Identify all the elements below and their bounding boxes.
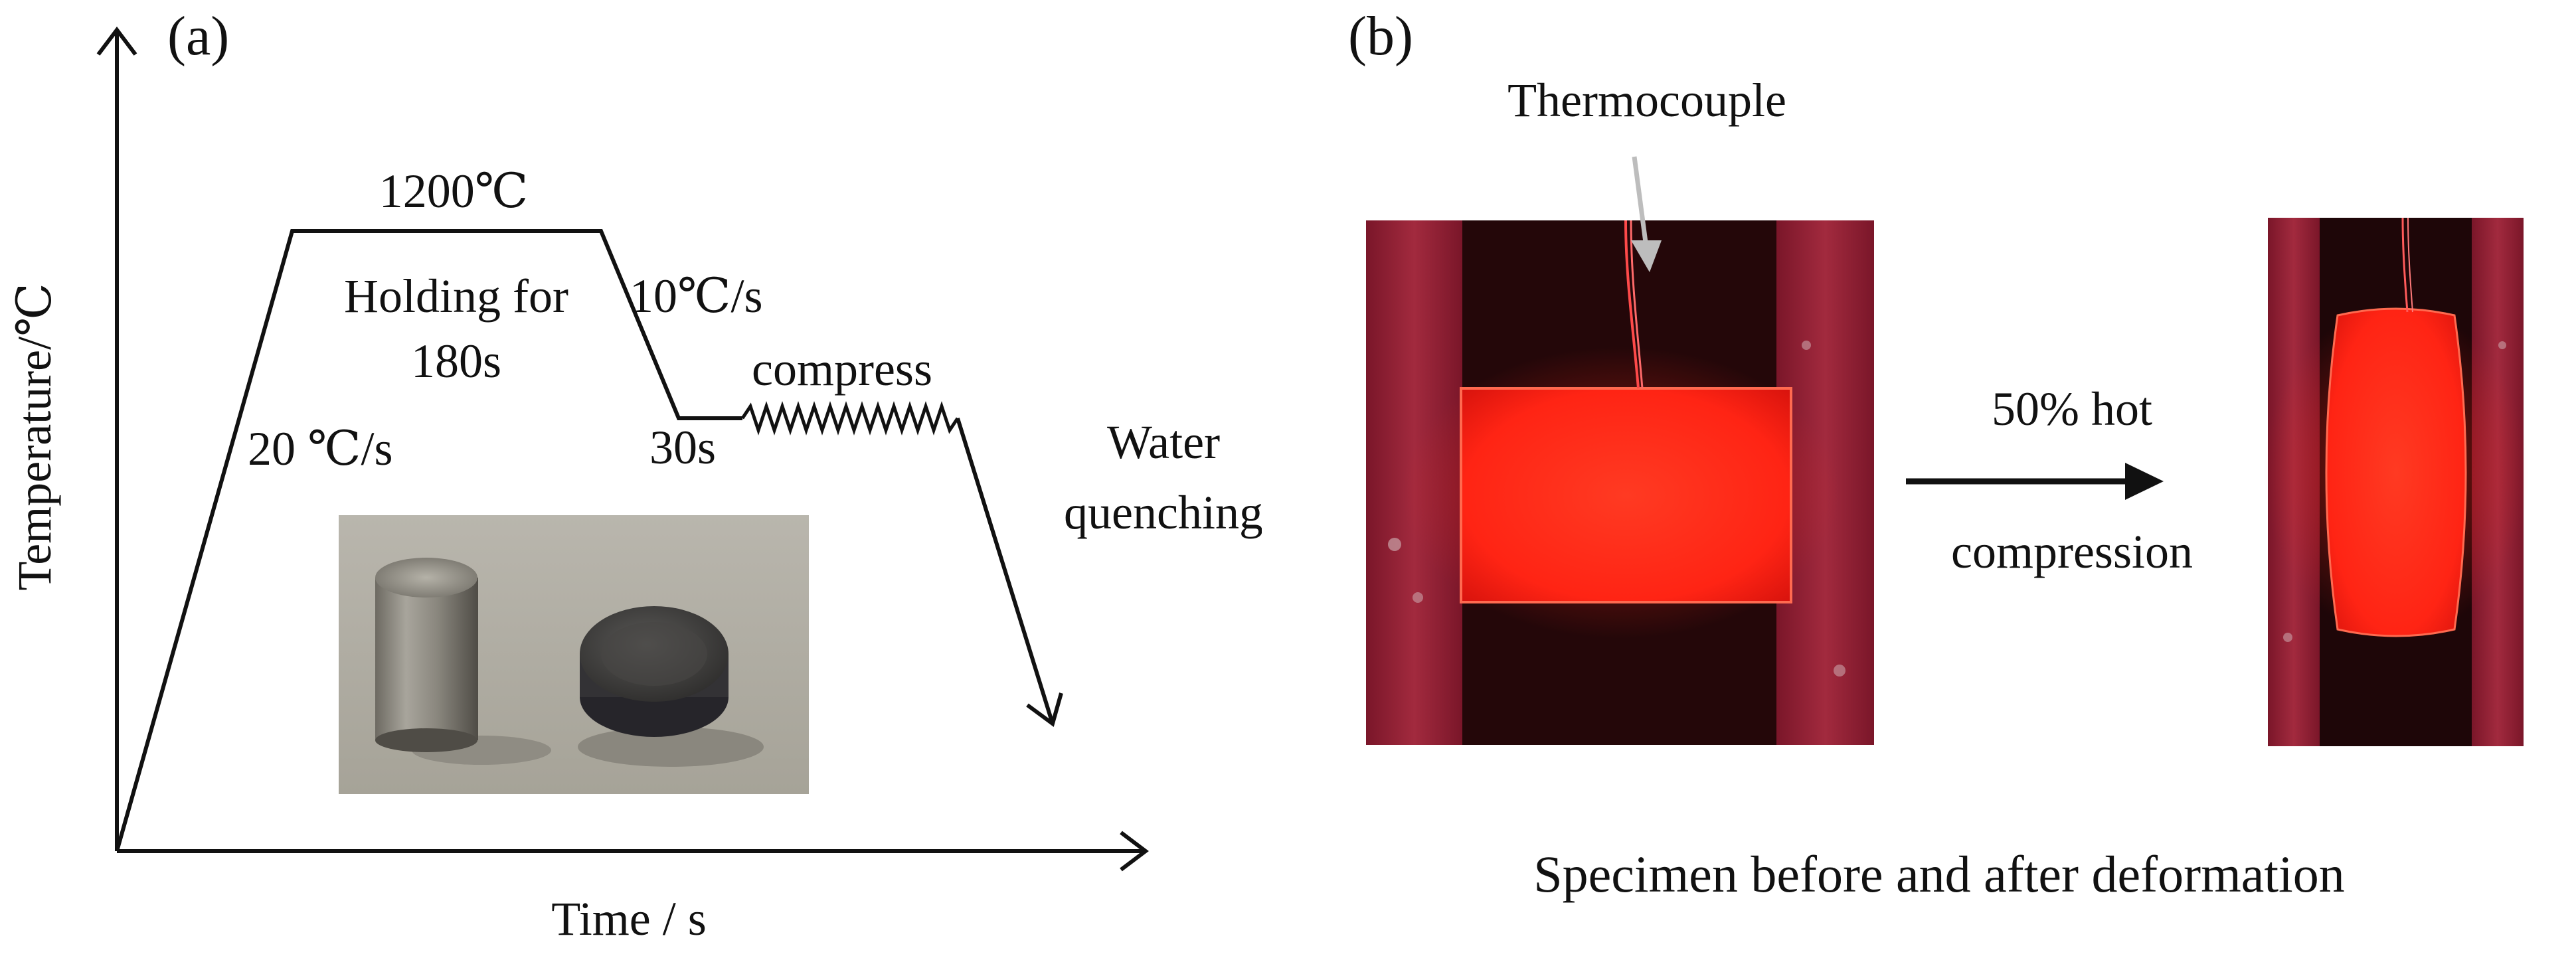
y-axis-label: Temperature/℃ xyxy=(8,283,61,590)
compress-label: compress xyxy=(752,343,932,396)
arrow-label-line2: compression xyxy=(1951,525,2193,578)
panel-b-caption: Specimen before and after deformation xyxy=(1533,845,2344,903)
thermocouple-pointer xyxy=(1631,156,1662,272)
thermocouple-label: Thermocouple xyxy=(1507,74,1786,127)
holding-label-line2: 180s xyxy=(411,335,501,388)
hot-compression-arrow xyxy=(1906,463,2164,500)
arrow-label-line1: 50% hot xyxy=(1992,382,2152,436)
panel-a-heat-treatment-diagram: (a) Temperature/℃ Time / s 20 ℃/s 1200℃ … xyxy=(0,0,1263,955)
y-axis xyxy=(96,27,137,851)
panel-b-tag: (b) xyxy=(1348,5,1413,67)
x-axis-label: Time / s xyxy=(551,892,706,945)
quench-label-line1: Water xyxy=(1107,416,1220,469)
panel-b-svg: (b) Thermocouple 50% hot compression Spe… xyxy=(1348,5,2529,903)
quench-arrow xyxy=(956,418,1063,727)
photo-after xyxy=(2263,217,2529,746)
specimen-after-glow xyxy=(2325,307,2467,637)
wait-time-label: 30s xyxy=(649,421,716,474)
photo-before xyxy=(1366,220,1874,745)
holding-label-line1: Holding for xyxy=(344,270,568,323)
specimen-photo xyxy=(339,515,809,794)
panel-b-specimen-photos: (b) Thermocouple 50% hot compression Spe… xyxy=(1262,0,2576,955)
temperature-profile-line xyxy=(115,229,742,852)
quench-label-line2: quenching xyxy=(1064,486,1262,539)
specimen-before-glow xyxy=(1460,387,1792,603)
x-axis xyxy=(117,831,1149,872)
heating-rate-label: 20 ℃/s xyxy=(248,422,393,475)
cooling-rate-label: 10℃/s xyxy=(630,270,763,323)
panel-a-tag: (a) xyxy=(167,5,229,67)
panel-a-svg: (a) Temperature/℃ Time / s 20 ℃/s 1200℃ … xyxy=(8,5,1263,945)
hold-temperature-label: 1200℃ xyxy=(379,165,529,218)
compression-zigzag xyxy=(740,401,960,436)
